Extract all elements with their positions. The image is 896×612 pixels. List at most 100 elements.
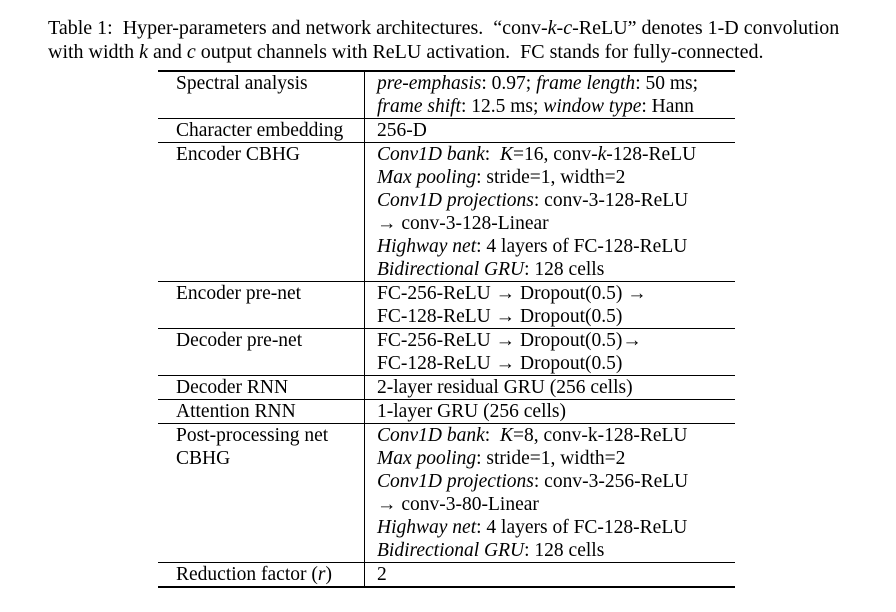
value-line: 256-D	[377, 119, 733, 142]
text-segment: Encoder pre-net	[176, 283, 302, 304]
text-segment: -	[556, 17, 564, 39]
table-row: Encoder CBHG Conv1D bank: K=16, conv-k-12…	[158, 142, 735, 281]
table-row: Reduction factor (r) 2	[158, 562, 735, 586]
text-segment: FC-256-ReLU → Dropout(0.5)→	[377, 330, 642, 351]
value-line: Bidirectional GRU: 128 cells	[377, 539, 733, 562]
text-segment: 2	[377, 564, 387, 585]
value-line: frame shift: 12.5 ms; window type: Hann	[377, 95, 733, 118]
italic-text-segment: pre-emphasis	[377, 73, 482, 94]
value-line: Conv1D projections: conv-3-256-ReLU	[377, 470, 733, 493]
caption-line-2: with width k and c output channels with …	[48, 40, 839, 64]
text-segment: :	[484, 425, 500, 446]
param-line: Reduction factor (r)	[176, 563, 360, 586]
italic-text-segment: Max pooling	[377, 167, 477, 188]
value-line: → conv-3-80-Linear	[377, 493, 733, 516]
param-line: Encoder pre-net	[176, 282, 360, 305]
italic-text-segment: K	[499, 425, 513, 446]
text-segment: Decoder RNN	[176, 377, 289, 398]
value-line: 2-layer residual GRU (256 cells)	[377, 376, 733, 399]
text-segment: FC-256-ReLU → Dropout(0.5) →	[377, 283, 647, 304]
param-line: Decoder pre-net	[176, 329, 360, 352]
text-segment: : 12.5 ms;	[460, 96, 544, 117]
italic-text-segment: c	[563, 17, 573, 39]
param-cell: Reduction factor (r)	[158, 563, 365, 586]
italic-text-segment: Conv1D bank	[377, 425, 485, 446]
value-line: Highway net: 4 layers of FC-128-ReLU	[377, 235, 733, 258]
param-line: Spectral analysis	[176, 72, 360, 95]
text-segment: 1-layer GRU (256 cells)	[377, 401, 566, 422]
italic-text-segment: Highway net	[377, 236, 477, 257]
text-segment: : stride=1, width=2	[476, 167, 626, 188]
value-cell: 1-layer GRU (256 cells)	[365, 400, 735, 423]
text-segment: Post-processing net	[176, 425, 329, 446]
italic-text-segment: Bidirectional GRU	[377, 540, 525, 561]
value-cell: pre-emphasis: 0.97; frame length: 50 ms;…	[365, 72, 735, 118]
table-row: Decoder RNN 2-layer residual GRU (256 cel…	[158, 375, 735, 399]
value-line: FC-256-ReLU → Dropout(0.5)→	[377, 329, 733, 352]
value-cell: 2-layer residual GRU (256 cells)	[365, 376, 735, 399]
text-segment: CBHG	[176, 448, 231, 469]
param-line: Attention RNN	[176, 400, 360, 423]
text-segment: -ReLU” denotes 1-D convolution	[572, 17, 840, 39]
text-segment: Reduction factor (	[176, 564, 318, 585]
italic-text-segment: Bidirectional GRU	[377, 259, 525, 280]
italic-text-segment: k	[139, 41, 149, 63]
text-segment: → conv-3-80-Linear	[377, 494, 539, 515]
value-line: Max pooling: stride=1, width=2	[377, 447, 733, 470]
italic-text-segment: frame shift	[377, 96, 461, 117]
text-segment: and	[148, 41, 187, 63]
italic-text-segment: k	[597, 144, 607, 165]
value-line: Highway net: 4 layers of FC-128-ReLU	[377, 516, 733, 539]
text-segment: : conv-3-256-ReLU	[533, 471, 689, 492]
text-segment: with width	[48, 41, 140, 63]
value-cell: 256-D	[365, 119, 735, 142]
param-line: Character embedding	[176, 119, 360, 142]
text-segment: : 0.97;	[481, 73, 537, 94]
italic-text-segment: Conv1D bank	[377, 144, 485, 165]
text-segment: : 4 layers of FC-128-ReLU	[476, 517, 688, 538]
table-row: Encoder pre-net FC-256-ReLU → Dropout(0.5…	[158, 281, 735, 328]
text-segment: FC-128-ReLU → Dropout(0.5)	[377, 306, 623, 327]
value-cell: FC-256-ReLU → Dropout(0.5)→FC-128-ReLU →…	[365, 329, 735, 375]
value-line: → conv-3-128-Linear	[377, 212, 733, 235]
param-cell: Decoder pre-net	[158, 329, 365, 375]
italic-text-segment: Max pooling	[377, 448, 477, 469]
text-segment: =8, conv-k-128-ReLU	[512, 425, 688, 446]
value-line: Max pooling: stride=1, width=2	[377, 166, 733, 189]
table-caption: Table 1: Hyper-parameters and network ar…	[48, 16, 839, 64]
value-line: pre-emphasis: 0.97; frame length: 50 ms;	[377, 72, 733, 95]
text-segment: =16, conv-	[512, 144, 598, 165]
value-line: 1-layer GRU (256 cells)	[377, 400, 733, 423]
text-segment: -128-ReLU	[606, 144, 697, 165]
value-line: Conv1D projections: conv-3-128-ReLU	[377, 189, 733, 212]
text-segment: : Hann	[641, 96, 694, 117]
value-line: Conv1D bank: K=8, conv-k-128-ReLU	[377, 424, 733, 447]
caption-line-1: Table 1: Hyper-parameters and network ar…	[48, 16, 839, 40]
text-segment: Table 1: Hyper-parameters and network ar…	[48, 17, 548, 39]
text-segment: Attention RNN	[176, 401, 296, 422]
text-segment: :	[484, 144, 500, 165]
text-segment: : 50 ms;	[635, 73, 699, 94]
value-line: Bidirectional GRU: 128 cells	[377, 258, 733, 281]
text-segment: Decoder pre-net	[176, 330, 303, 351]
value-cell: 2	[365, 563, 735, 586]
param-cell: Decoder RNN	[158, 376, 365, 399]
param-line: Post-processing net	[176, 424, 360, 447]
text-segment: FC-128-ReLU → Dropout(0.5)	[377, 353, 623, 374]
italic-text-segment: Conv1D projections	[377, 190, 534, 211]
param-cell: Character embedding	[158, 119, 365, 142]
italic-text-segment: window type	[543, 96, 642, 117]
text-segment: Encoder CBHG	[176, 144, 301, 165]
italic-text-segment: r	[317, 564, 326, 585]
text-segment: : 128 cells	[524, 540, 605, 561]
value-line: FC-128-ReLU → Dropout(0.5)	[377, 305, 733, 328]
param-line: CBHG	[176, 447, 360, 470]
table-row: Decoder pre-net FC-256-ReLU → Dropout(0.5…	[158, 328, 735, 375]
